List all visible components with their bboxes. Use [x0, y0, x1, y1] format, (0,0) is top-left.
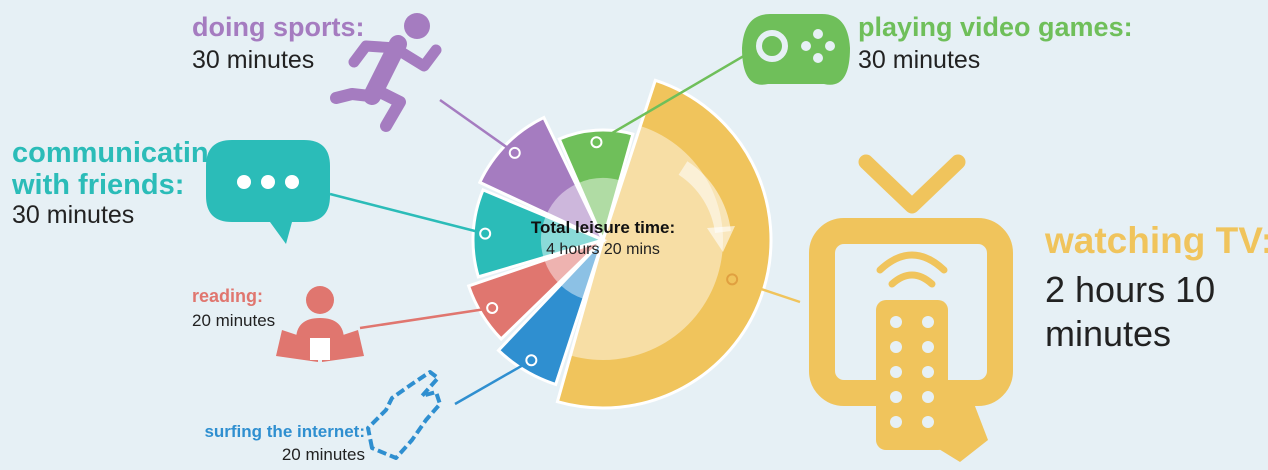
tv-value-line2: minutes [1045, 313, 1171, 354]
leader-line-tv [731, 278, 801, 304]
internet-title: surfing the internet: [204, 422, 365, 441]
arrow-decoration [678, 161, 731, 234]
tv-value-line1: 2 hours 10 [1045, 269, 1215, 310]
leader-dot-reading [486, 301, 499, 314]
games-value: 30 minutes [858, 46, 980, 74]
leader-dot-internet [525, 354, 538, 367]
slice-doing-sports [477, 115, 607, 244]
slice-reading-highlight [544, 240, 603, 284]
leader-dot-tv [726, 273, 739, 286]
games-title: playing video games: [858, 12, 1133, 42]
friends-value: 30 minutes [12, 201, 134, 229]
leader-dot-games [590, 136, 603, 149]
center-title: Total leisure time: [531, 218, 675, 237]
friends-title-line1: communicating [12, 137, 226, 169]
slice-video-games-highlight [578, 177, 620, 240]
sports-value: 30 minutes [192, 46, 314, 74]
slice-doing-sports-highlight [546, 184, 603, 240]
slice-surfing-internet [496, 238, 605, 387]
slice-video-games [557, 128, 635, 245]
leader-line-sports [439, 98, 516, 154]
leader-line-internet [454, 359, 532, 406]
sports-title: doing sports: [192, 12, 364, 42]
gamepad-icon [742, 14, 850, 85]
speech-bubble-icon [206, 140, 330, 244]
leisure-pie-chart [466, 78, 773, 410]
friends-title-line2: with friends: [11, 169, 184, 201]
leader-line-friends [329, 192, 486, 235]
leader-dot-friends [479, 227, 492, 240]
leader-dot-sports [508, 146, 521, 159]
center-value: 4 hours 20 mins [546, 241, 660, 258]
reading-person-icon [276, 286, 364, 362]
leader-line-reading [359, 306, 493, 330]
tv-remote-icon [809, 154, 1013, 462]
slice-watching-tv-highlight [570, 125, 724, 361]
tv-title: watching TV: [1044, 220, 1268, 261]
slice-communicating-highlight [540, 216, 603, 258]
running-person-icon [330, 13, 442, 132]
pointing-hand-icon [366, 370, 442, 460]
arrow-head-decoration [707, 226, 735, 252]
slice-surfing-internet-highlight [560, 240, 603, 299]
slice-reading [466, 238, 605, 342]
reading-value: 20 minutes [192, 311, 275, 330]
internet-value: 20 minutes [282, 445, 365, 464]
slice-communicating [471, 187, 608, 279]
reading-title: reading: [192, 286, 263, 306]
